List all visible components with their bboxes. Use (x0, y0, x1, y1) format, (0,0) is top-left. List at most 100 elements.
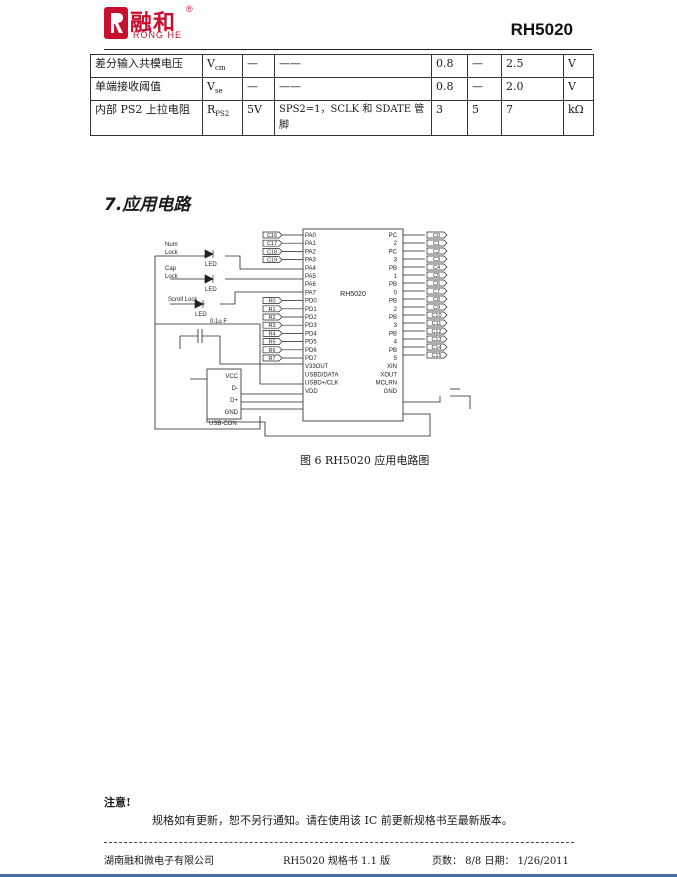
col-label: C4 (433, 265, 440, 271)
led-text: LED (205, 287, 217, 293)
param-condition: — (242, 53, 275, 79)
r-label: R4 (268, 331, 275, 337)
chip-pin-left: PA0 (305, 233, 317, 239)
row-label-tag (262, 256, 283, 263)
col-label-tag (426, 351, 448, 359)
r-label-tag (262, 330, 283, 337)
chip-pin-right: 2 (394, 307, 398, 313)
chip-pin-left: PA7 (305, 290, 317, 296)
row-label: C19 (267, 258, 277, 264)
chip-pin-left: PA5 (305, 274, 317, 280)
param-condition: 5V (242, 100, 275, 137)
r-label: R0 (268, 299, 275, 305)
col-label: C0 (433, 233, 440, 239)
capacitor-label: 0.1u F (210, 319, 227, 325)
logo-chinese-name: 融和 (130, 11, 177, 36)
row-label: C18 (267, 249, 277, 255)
chip-pin-right: PB (389, 299, 397, 305)
col-label-tag (426, 279, 448, 287)
chip-pin-right: 3 (394, 323, 398, 329)
param-min: 0.8 (431, 53, 468, 79)
chip-pin-left: PD1 (305, 307, 317, 313)
chip-pin-left: PD4 (305, 331, 317, 337)
param-min: 0.8 (431, 77, 468, 102)
table-row: 内部 PS2 上拉电阻 RPS2 5V SPS2=1，SCLK 和 SDATE … (90, 100, 594, 137)
chip-pin-right: PB (389, 282, 397, 288)
chip-pin-right: 4 (394, 340, 398, 346)
chip-pin-right: XOUT (380, 372, 397, 378)
chip-pin-right: GND (384, 389, 398, 395)
col-label-tag (426, 311, 448, 319)
usb-pin: D- (232, 386, 238, 392)
usb-pin: GND (225, 410, 239, 416)
r-label: R7 (268, 356, 275, 362)
r-label-tag (262, 313, 283, 321)
header-rule (104, 49, 592, 50)
chip-pin-right: XIN (387, 364, 397, 370)
param-condition: — (242, 77, 275, 102)
param-name: 内部 PS2 上拉电阻 (90, 100, 203, 137)
usb-pin: D+ (230, 398, 238, 404)
row-label-tag (262, 248, 283, 255)
param-typ: — (467, 53, 502, 79)
chip-pin-left: PA2 (305, 249, 317, 255)
r-label: R1 (268, 307, 275, 313)
chip-pin-left: PD7 (305, 356, 317, 362)
r-label-tag (262, 297, 283, 304)
col-label: C9 (433, 305, 440, 311)
chip-pin-right: PB (389, 348, 397, 354)
document-id: RH5020 (510, 20, 573, 39)
param-max: 2.0 (501, 77, 564, 102)
footer-version: RH5020 规格书 1.1 版 (283, 856, 391, 867)
row-label-tag (262, 231, 283, 239)
application-circuit-diagram: RH5020PA0PA1PA2PA3PA4PA5PA6PA7PD0PD1PD2P… (154, 228, 471, 437)
footer-page-date: 页数： 8/8 日期： 1/26/2011 (432, 856, 569, 867)
row-label: C17 (267, 241, 277, 247)
param-unit: V (563, 53, 594, 79)
led-text: LED (195, 312, 207, 318)
col-label-tag (426, 231, 448, 239)
col-label-tag (426, 335, 448, 343)
col-label: C2 (433, 249, 440, 255)
registered-mark: ® (186, 4, 193, 14)
notice-body: 规格如有更新，恕不另行通知。请在使用该 IC 前更新规格书至最新版本。 (152, 814, 513, 827)
param-name: 差分输入共模电压 (90, 53, 203, 79)
col-label-tag (426, 239, 448, 247)
param-min: 3 (431, 100, 468, 137)
notice-heading: 注意! (104, 796, 131, 809)
led-label: Scroll Lock (168, 297, 198, 303)
param-unit: V (563, 77, 594, 102)
chip-pin-right: 2 (394, 241, 398, 247)
r-label-tag (262, 338, 283, 345)
spec-table: 差分输入共模电压 Vcm — —— 0.8 — 2.5 V 单端接收阈值 Vse… (90, 53, 594, 137)
chip-pin-left: V33OUT (305, 364, 329, 370)
chip-pin-left: USBD+/CLK (305, 381, 339, 387)
chip-name: RH5020 (340, 291, 366, 298)
chip-pin-left: PD6 (305, 348, 317, 354)
col-label: C5 (433, 273, 440, 279)
chip-pin-right: PB (389, 266, 397, 272)
figure-caption: 图 6 RH5020 应用电路图 (300, 454, 430, 467)
company-logo-icon (104, 7, 128, 39)
table-row: 单端接收阈值 Vse — —— 0.8 — 2.0 V (90, 77, 594, 102)
chip-pin-right: PC (389, 249, 398, 255)
param-typ: 5 (467, 100, 502, 137)
param-description: —— (274, 77, 432, 102)
param-max: 2.5 (501, 53, 564, 79)
param-symbol: RPS2 (202, 100, 243, 137)
param-symbol: Vse (202, 77, 243, 102)
col-label-tag (426, 295, 448, 303)
col-label: C13 (431, 337, 441, 343)
col-label-tag (426, 271, 448, 279)
col-label: C15 (431, 353, 441, 359)
row-label: C16 (267, 233, 277, 239)
footer-rule (104, 842, 574, 843)
chip-pin-left: VDD (305, 389, 318, 395)
col-label-tag (426, 287, 448, 295)
row-label-tag (262, 239, 283, 247)
param-symbol: Vcm (202, 53, 243, 79)
r-label-tag (262, 305, 283, 313)
param-max: 7 (501, 100, 564, 137)
chip-pin-right: 3 (394, 258, 398, 264)
param-typ: — (467, 77, 502, 102)
